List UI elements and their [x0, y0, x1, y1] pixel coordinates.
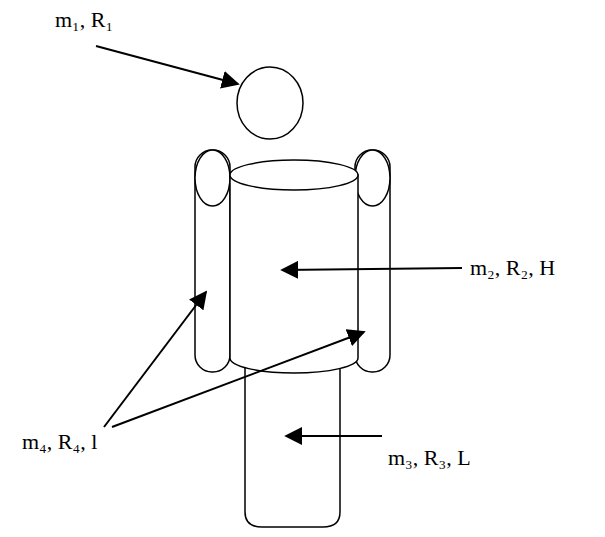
leader-arrow — [286, 435, 382, 437]
torso-top — [230, 160, 358, 190]
right-arm — [355, 150, 390, 372]
leader-arrow — [104, 292, 206, 427]
part-label: m₁, R₁ — [55, 8, 113, 32]
left-arm — [195, 150, 230, 372]
leader-arrow — [282, 268, 462, 270]
legs-cylinder — [245, 360, 340, 527]
part-label: m₂, R₂, H — [470, 256, 555, 280]
head-sphere — [237, 67, 303, 139]
part-label: m₄, R₄, l — [22, 430, 97, 454]
torso-cylinder — [230, 175, 358, 373]
part-label: m₃, R₃, L — [388, 446, 471, 470]
left-shoulder — [195, 150, 230, 206]
leader-arrow — [96, 46, 238, 84]
leader-arrow — [112, 332, 364, 427]
right-shoulder — [355, 150, 390, 206]
